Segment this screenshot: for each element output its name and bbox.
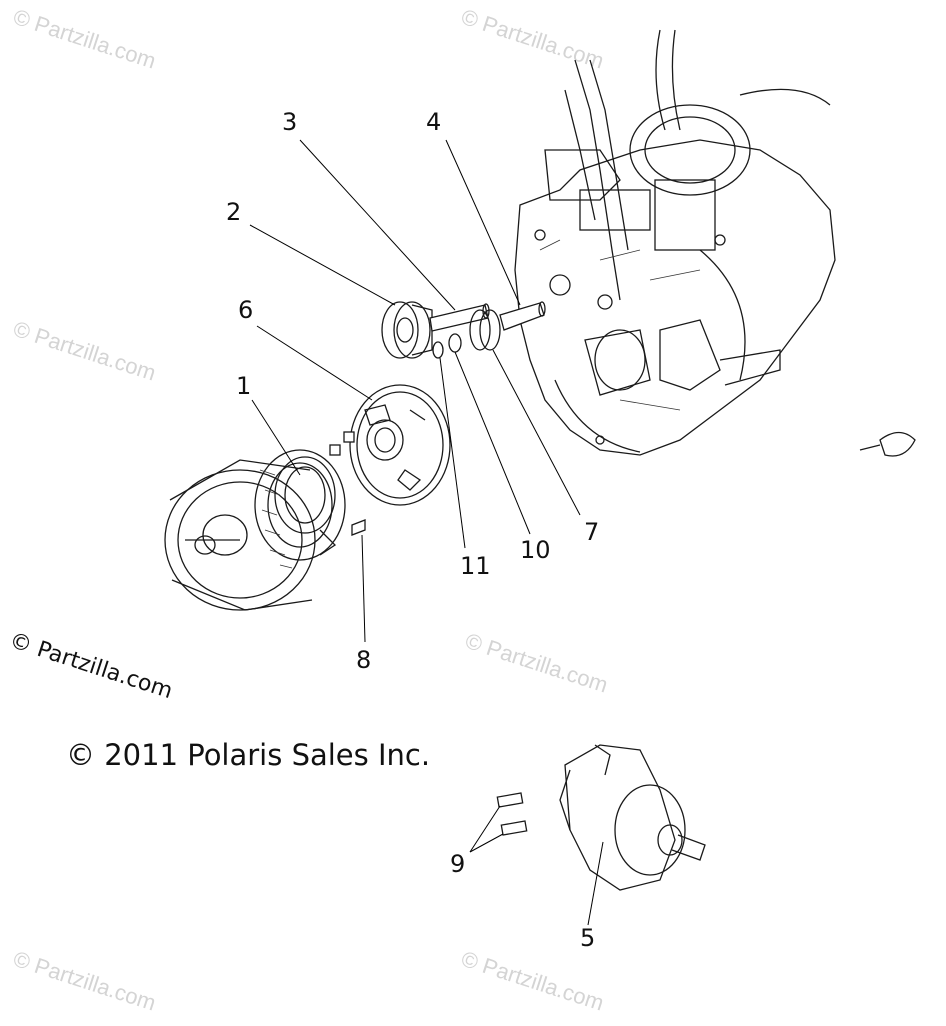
callout-3: 3 [282, 108, 298, 136]
starter-bolts [496, 792, 528, 836]
callout-7: 7 [584, 518, 600, 546]
callout-8: 8 [356, 646, 372, 674]
flywheel-assembly [164, 449, 346, 611]
callout-2: 2 [226, 198, 242, 226]
bolts [329, 431, 366, 536]
washer [432, 341, 444, 359]
callout-10: 10 [520, 536, 551, 564]
washer [448, 333, 462, 353]
starter-gear [349, 384, 451, 506]
callout-6: 6 [238, 296, 254, 324]
idler-gear [381, 301, 433, 359]
drive-gear [469, 301, 546, 351]
callout-9: 9 [450, 850, 466, 878]
copyright-notice: © 2011 Polaris Sales Inc. [66, 738, 431, 772]
leader-lines [249, 139, 604, 926]
callout-5: 5 [580, 924, 596, 952]
engine-case [514, 29, 916, 457]
starter-motor [559, 744, 706, 891]
callout-11: 11 [460, 552, 491, 580]
callout-4: 4 [426, 108, 442, 136]
callout-1: 1 [236, 372, 252, 400]
